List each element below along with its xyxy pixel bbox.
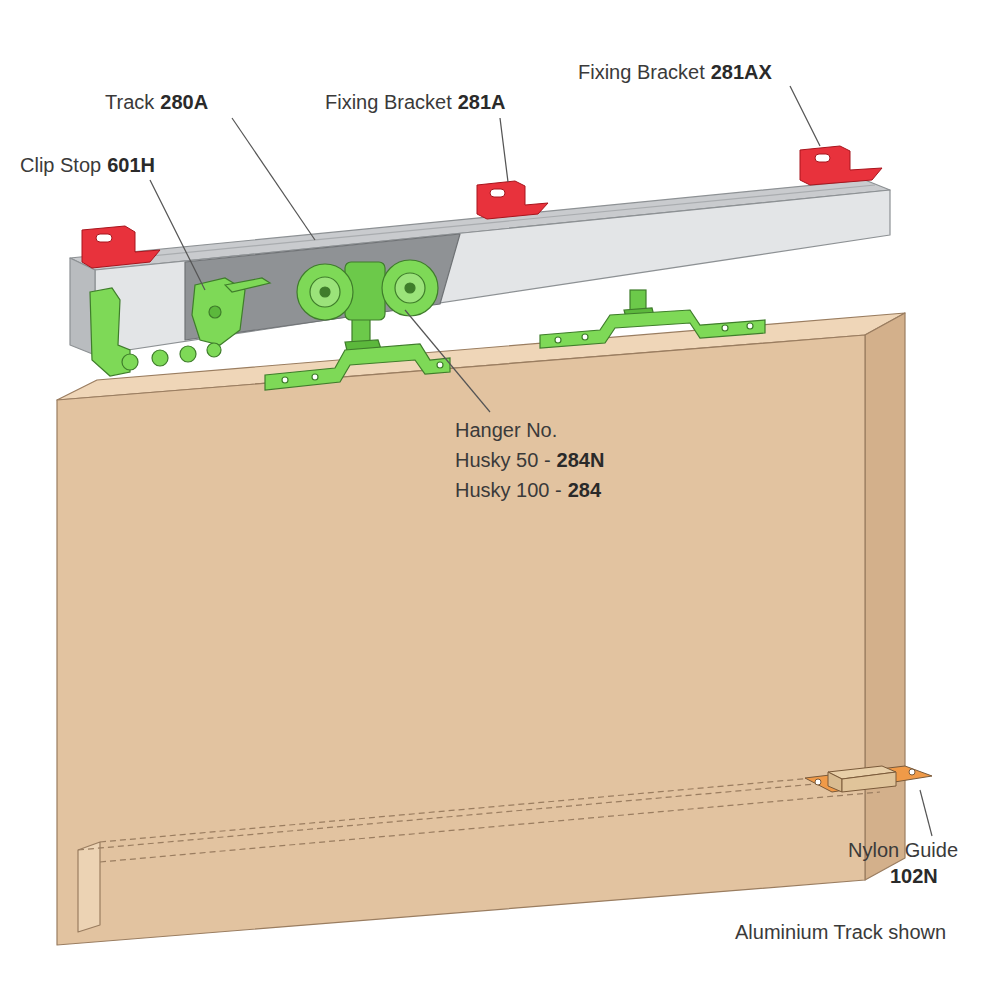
hanger-part (320, 287, 330, 297)
leader-line-part (790, 86, 820, 146)
part-number: 102N (890, 864, 938, 888)
hanger-part (310, 277, 340, 307)
clip-stop-part (122, 354, 138, 370)
door-part (57, 335, 865, 945)
part-name: Track (105, 90, 154, 114)
clip-stop-part (209, 306, 221, 318)
part-number: 280A (160, 90, 208, 114)
fixing-bracket-part (815, 154, 830, 162)
leader-line-part (150, 180, 205, 290)
nylon-guide-part (842, 772, 896, 792)
part-name: Nylon Guide (848, 838, 958, 862)
door-part (78, 842, 100, 932)
hanger-part (297, 264, 353, 320)
fixing-bracket-part (477, 181, 548, 219)
hanger-part (555, 337, 561, 343)
door-part (865, 313, 905, 880)
part-name: Husky 50 - (455, 448, 551, 472)
nylon-guide-part (805, 766, 932, 792)
hanger-part (282, 377, 288, 383)
fixing-bracket (82, 146, 882, 268)
part-name: Fixing Bracket (325, 90, 452, 114)
leader-line (150, 86, 932, 836)
leader-line-part (232, 118, 315, 240)
fixing-bracket-part (800, 146, 882, 185)
hanger-part (312, 374, 318, 380)
fixing-bracket-part (96, 234, 112, 242)
part-name: Aluminium Track shown (735, 920, 946, 944)
part-number: 284N (557, 448, 605, 472)
hanger-part (382, 260, 438, 316)
part-number: 601H (107, 153, 155, 177)
nylon-guide-part (828, 772, 842, 792)
fixing-bracket-part (82, 226, 160, 268)
hanger-part (747, 323, 753, 329)
fixing-bracket-part (490, 189, 505, 197)
clip-stop (90, 278, 270, 376)
hanger (265, 260, 450, 390)
hanger-part (582, 334, 588, 340)
hanger-part (395, 273, 425, 303)
hanger-part (437, 362, 443, 368)
nylon-guide-part (815, 779, 821, 785)
leader-line-part (405, 310, 490, 412)
clip-stop-part (207, 343, 221, 357)
part-name: Clip Stop (20, 153, 101, 177)
part-name: Hanger No. (455, 418, 557, 442)
door (57, 313, 905, 945)
door-part (100, 772, 880, 842)
part-number: 281AX (711, 60, 772, 84)
leader-line-part (500, 118, 508, 182)
hanger-part (540, 310, 765, 348)
clip-stop-part (225, 278, 270, 292)
nylon-guide-part (909, 769, 915, 775)
aluminium-track (70, 180, 890, 355)
leader-line-part (920, 790, 932, 836)
nylon-guide (805, 766, 932, 792)
part-number: 284 (568, 478, 601, 502)
door-part (78, 780, 860, 850)
part-name: Husky 100 - (455, 478, 562, 502)
door-part (100, 792, 880, 862)
hanger-part (265, 344, 450, 390)
hanger (540, 290, 765, 348)
hanger-part (405, 283, 415, 293)
clip-stop-part (180, 346, 196, 362)
part-number: 281A (458, 90, 506, 114)
clip-stop-part (152, 350, 168, 366)
part-name: Fixing Bracket (578, 60, 705, 84)
hanger-part (722, 325, 728, 331)
